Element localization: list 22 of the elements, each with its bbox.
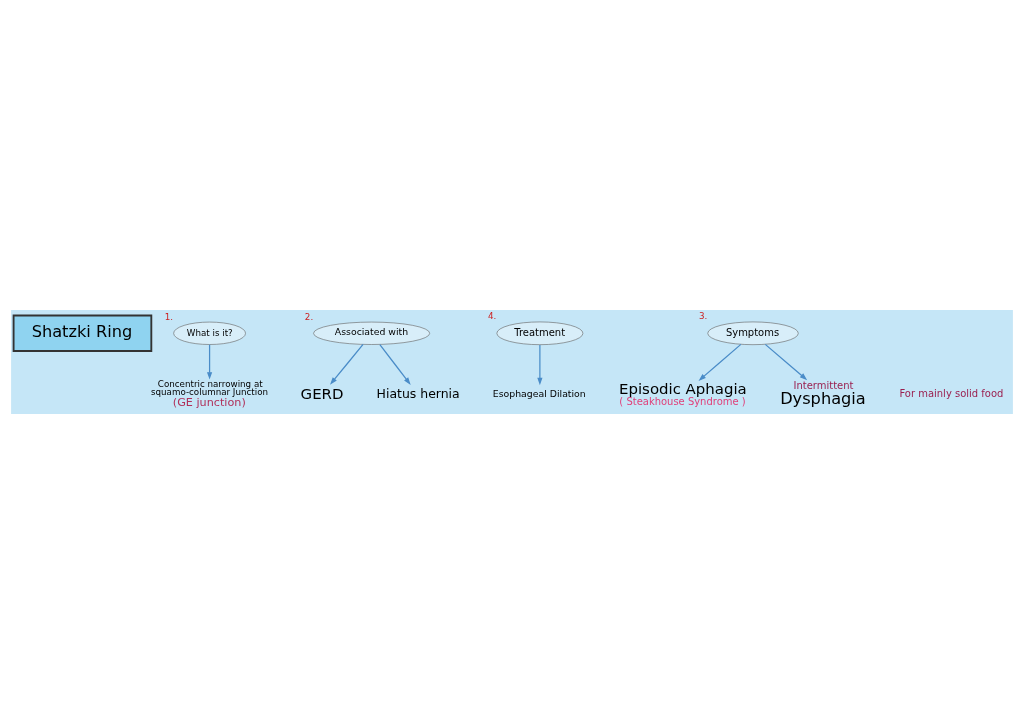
node-text: Esophageal Dilation bbox=[492, 387, 586, 399]
node-text: Intermittent Dysphagia bbox=[780, 379, 866, 408]
node-text: Episodic Aphagia ( Steakhouse Syndrome ) bbox=[619, 379, 747, 407]
label: For mainly solid food bbox=[899, 388, 1004, 400]
arrow bbox=[698, 343, 742, 381]
node-label: 2. bbox=[304, 311, 314, 322]
node-ellipse: Associated with bbox=[313, 321, 431, 345]
node-text: GERD bbox=[300, 384, 344, 403]
arrow bbox=[537, 344, 543, 386]
node-ellipse: Treatment bbox=[496, 321, 584, 345]
node-box: Shatzki Ring bbox=[12, 314, 153, 352]
node-label: 1. bbox=[164, 311, 174, 322]
node-label: 3. bbox=[698, 311, 708, 322]
arrow bbox=[379, 344, 411, 385]
arrow bbox=[764, 343, 808, 381]
node-text: Concentric narrowing at squamo-columnar Junction (GE junction) bbox=[151, 378, 269, 410]
arrow bbox=[330, 343, 364, 385]
arrow bbox=[206, 344, 213, 380]
node-label: 4. bbox=[487, 311, 497, 322]
node-ellipse: What is it? bbox=[173, 321, 246, 345]
node-text: Hiatus hernia bbox=[376, 385, 460, 401]
node-ellipse: Symptoms bbox=[707, 321, 799, 345]
